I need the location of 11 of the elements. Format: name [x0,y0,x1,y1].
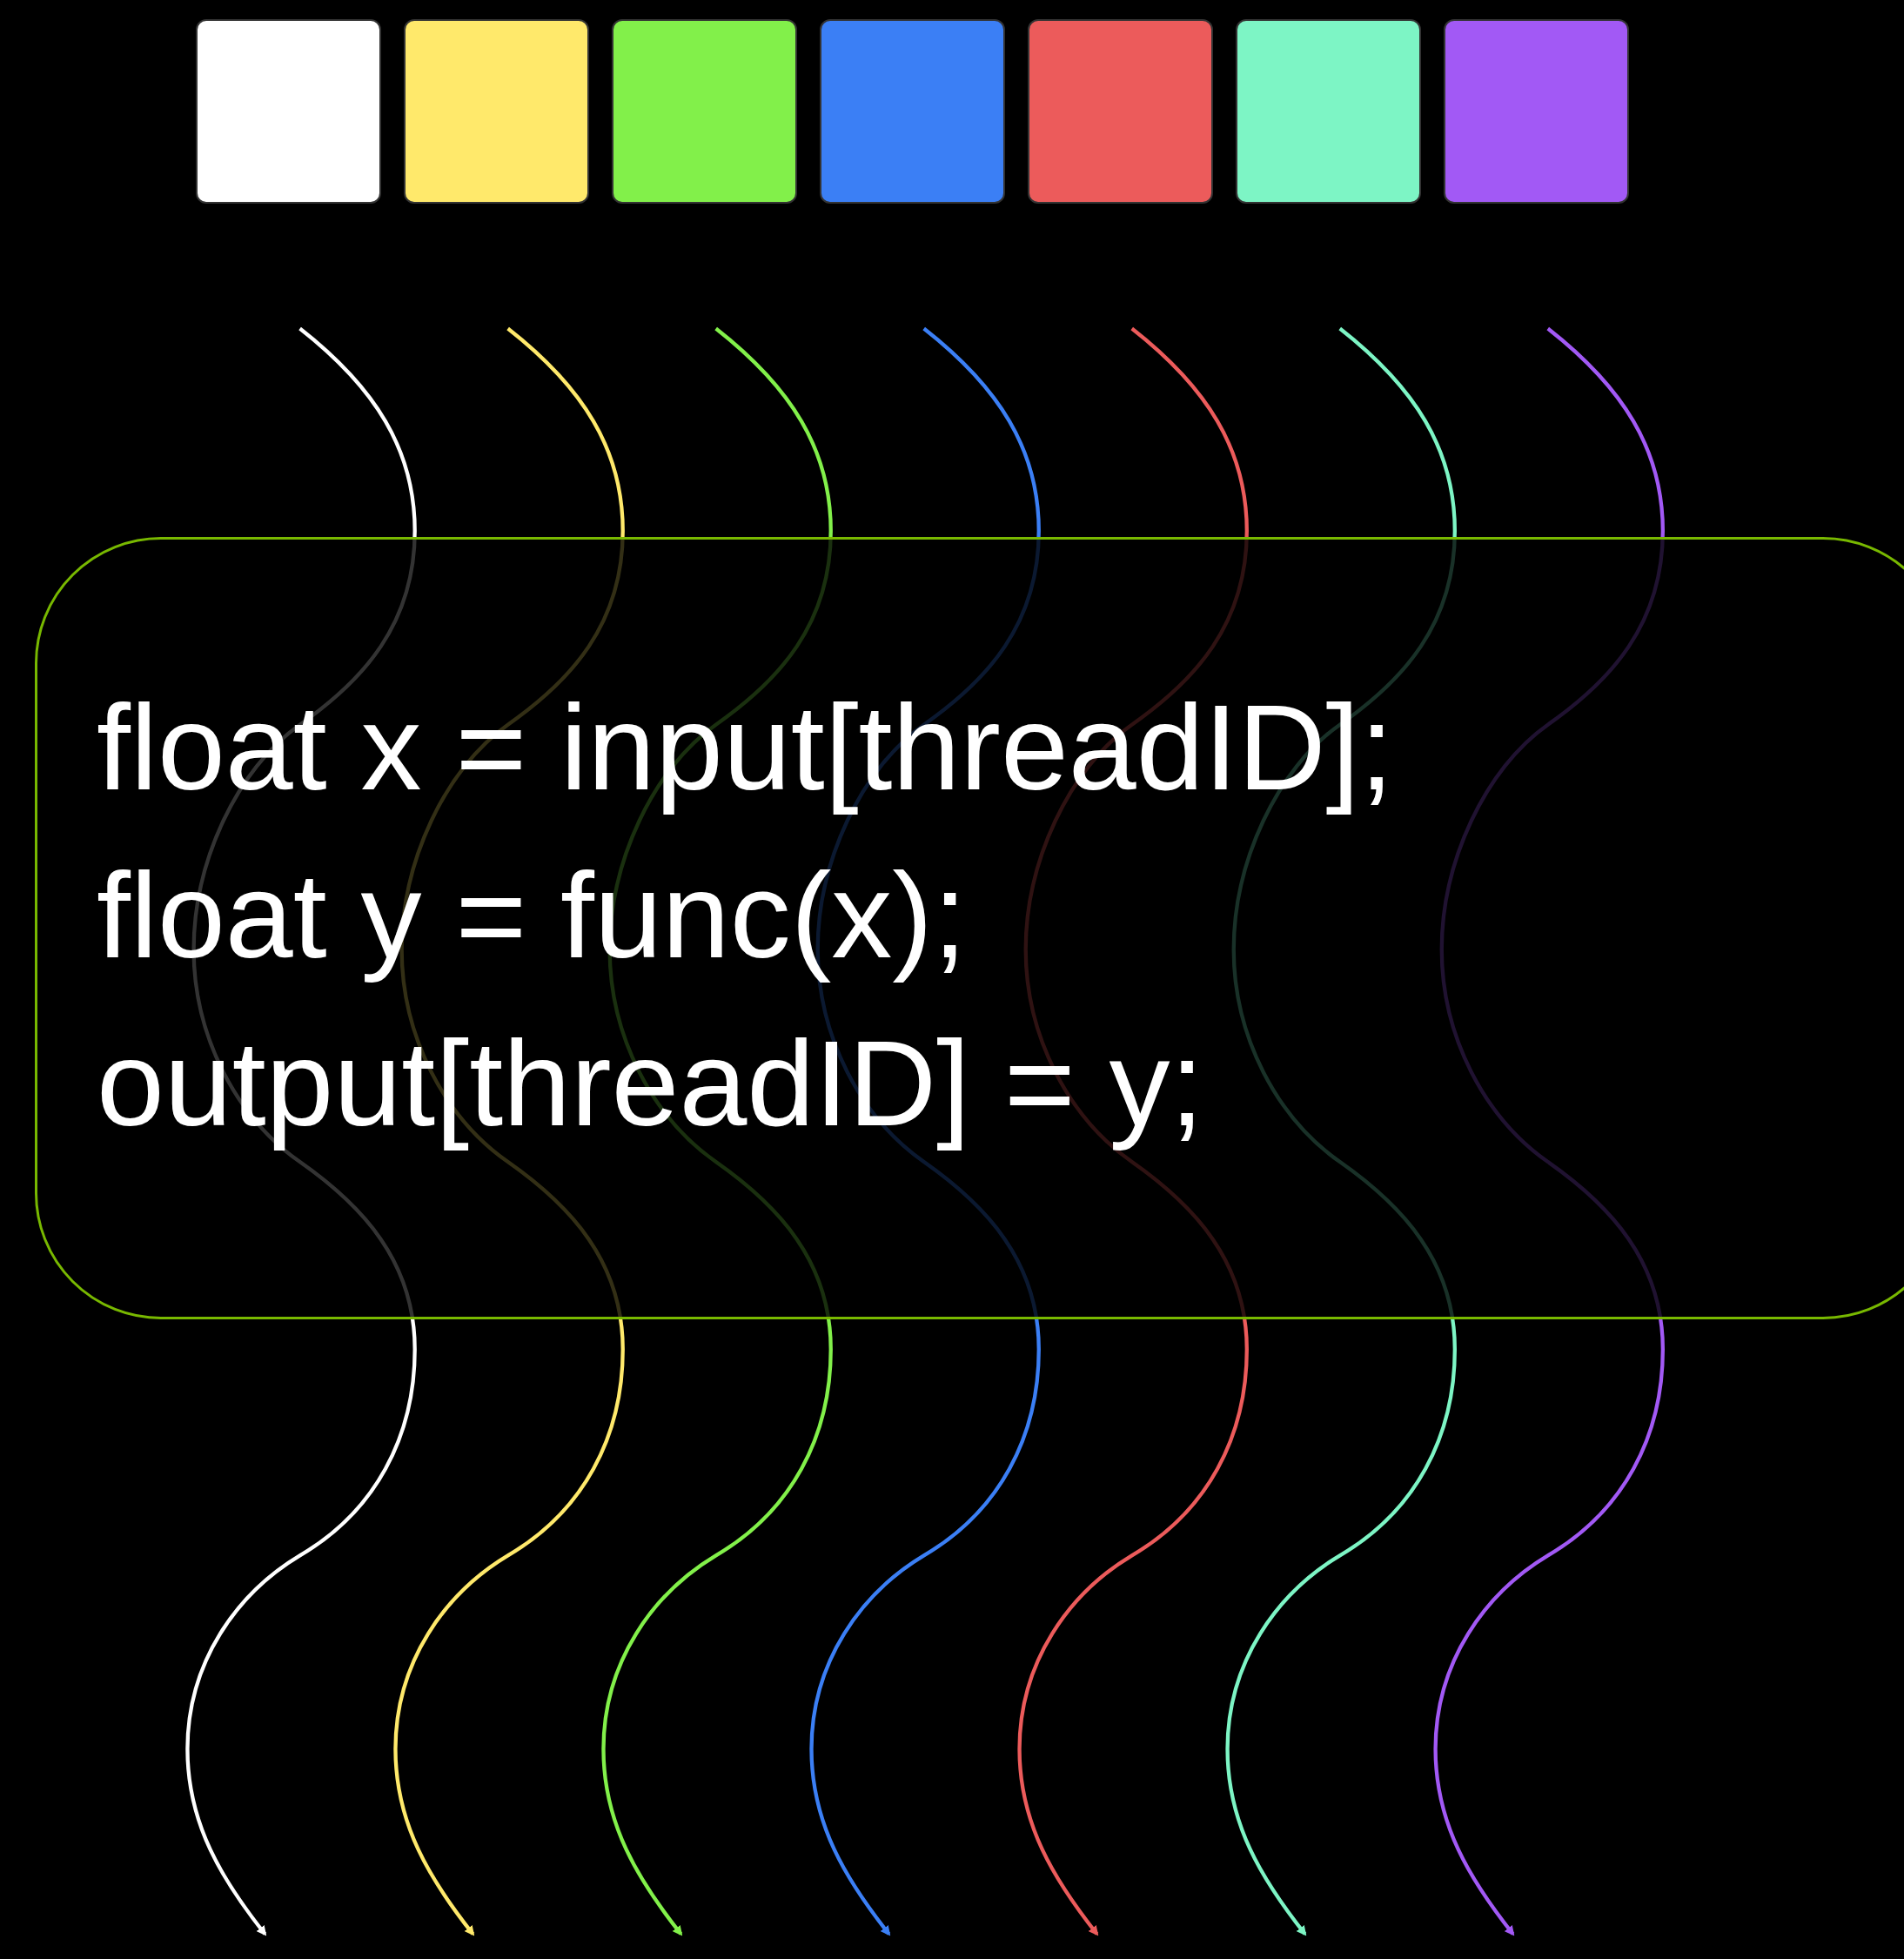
color-square [196,19,381,204]
color-square [612,19,797,204]
code-line: float x = input[threadID]; [97,678,1394,817]
code-line: output[threadID] = y; [97,1014,1204,1153]
color-square [1028,19,1213,204]
color-square [1236,19,1421,204]
code-box [35,537,1904,1319]
code-line: float y = func(x); [97,846,967,985]
color-square [1444,19,1629,204]
color-square [404,19,589,204]
color-square [820,19,1005,204]
